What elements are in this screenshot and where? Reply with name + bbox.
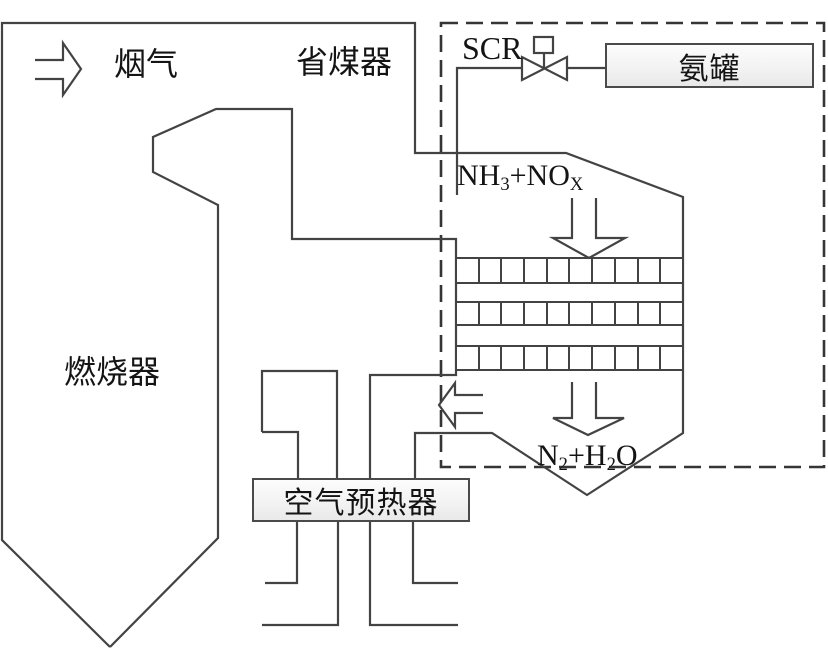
inlet-formula-subscript: 3 (500, 174, 510, 196)
reactor-inlet-down-arrow-icon (548, 198, 630, 260)
scr-enclosure-dashed-border (439, 21, 826, 469)
outlet-formula-part: O (615, 439, 638, 472)
outlet-formula-subscript: 2 (558, 454, 568, 476)
inlet-formula-part: +NO (509, 159, 570, 192)
air-preheater-box: 空气预热器 (252, 478, 470, 522)
flue-path-outer-wall (0, 21, 685, 648)
burner-label: 燃烧器 (64, 354, 161, 390)
preheater-baffle-bottom-left-long (262, 522, 340, 627)
preheater-baffle-bottom-right-long (368, 522, 458, 627)
catalyst-layers (455, 257, 684, 371)
inlet-formula-subscript: X (569, 174, 584, 196)
inlet-formula-label: NH3+NOX (457, 160, 583, 195)
outlet-left-arrow-icon (437, 379, 483, 431)
preheater-baffle-bottom-right-short (411, 522, 458, 585)
reactor-outlet-down-arrow-icon (552, 382, 625, 437)
scr-label: SCR (462, 30, 523, 66)
valve-icon (520, 35, 569, 82)
preheater-baffle-top-inner (262, 430, 300, 478)
outlet-formula-part: +H (567, 439, 607, 472)
preheater-baffle-bottom-left-short (265, 522, 299, 585)
ammonia-tank-label: 氨罐 (678, 52, 741, 86)
catalyst-cell-dividers (478, 258, 661, 370)
preheater-baffle-top-left (260, 369, 339, 478)
economizer-label: 省煤器 (296, 44, 393, 80)
air-preheater-label: 空气预热器 (283, 487, 439, 520)
inlet-formula-part: NH (457, 159, 501, 192)
outlet-formula-subscript: 2 (606, 454, 616, 476)
ammonia-injection-pipe (455, 66, 522, 195)
outlet-formula-part: N (537, 439, 559, 472)
flue-path-inner-wall (109, 107, 458, 648)
flue-gas-label: 烟气 (114, 46, 179, 82)
valve-actuator-icon (532, 35, 555, 55)
ammonia-tank-box: 氨罐 (605, 43, 814, 88)
flue-gas-inlet-arrow-icon (35, 39, 83, 99)
outlet-formula-label: N2+H2O (537, 440, 638, 475)
